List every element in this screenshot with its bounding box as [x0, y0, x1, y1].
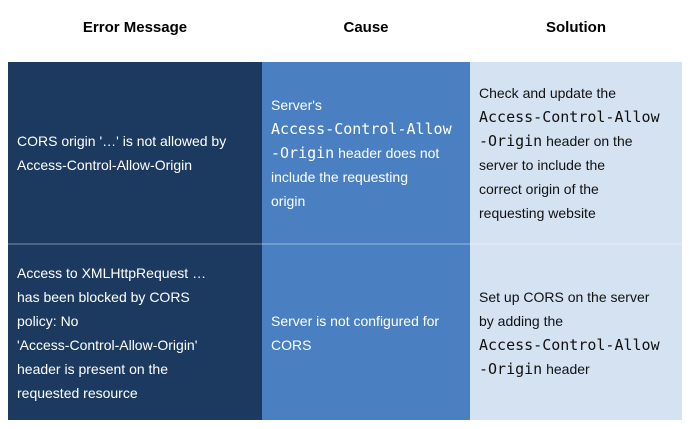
table-header-row: Error Message Cause Solution	[8, 0, 682, 62]
column-header-solution: Solution	[546, 18, 606, 36]
column-header-cause: Cause	[343, 18, 389, 36]
column-header-error-message: Error Message	[82, 18, 188, 36]
error-message-cell-row2: Access to XMLHttpRequest …has been block…	[8, 243, 262, 420]
